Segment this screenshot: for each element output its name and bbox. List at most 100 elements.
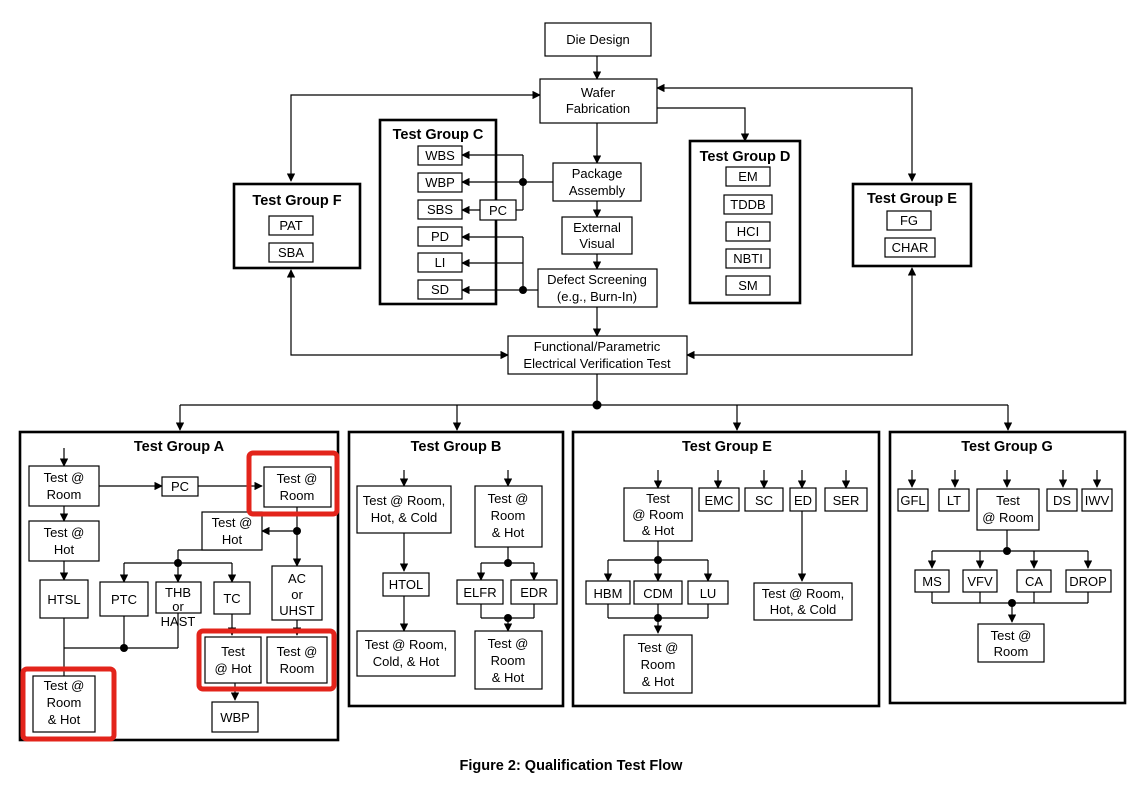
test-group-b-title: Test Group B	[411, 439, 502, 455]
test-group-d-title: Test Group D	[700, 149, 791, 165]
a-test-room2-line1: Test @	[277, 471, 318, 486]
a-test-room-low-line2: Room	[280, 661, 315, 676]
pd-label: PD	[431, 229, 449, 244]
b-test-rh2-line2: Room	[491, 653, 526, 668]
a-test-room-line2: Room	[47, 487, 82, 502]
a-test-room-hot-line3: & Hot	[48, 712, 81, 727]
functional-parametric-label: Functional/Parametric	[534, 339, 661, 354]
b-test-rhc-line1: Test @ Room,	[363, 493, 446, 508]
connector-lines	[59, 56, 1102, 701]
a-test-hot-low-line2: @ Hot	[214, 661, 251, 676]
e-test-rhc-line1: Test @ Room,	[762, 586, 845, 601]
test-group-e: Test Group E Test @ Room & Hot EMC SC ED…	[571, 430, 881, 708]
b-test-rh2-line3: & Hot	[492, 670, 525, 685]
thb-line3: HAST	[161, 614, 196, 629]
a-test-room2-line2: Room	[280, 488, 315, 503]
test-group-g: Test Group G GFL LT Test @ Room DS IWV M…	[888, 430, 1127, 705]
ser-label: SER	[833, 493, 860, 508]
ed-label: ED	[794, 493, 812, 508]
e-test-rh-line3: & Hot	[642, 523, 675, 538]
group-c-pc-box: PC	[479, 199, 517, 221]
test-group-e-top: Test Group E FG CHAR	[851, 182, 973, 268]
e-test-rh2-line2: Room	[641, 657, 676, 672]
ptc-label: PTC	[111, 592, 137, 607]
b-test-rch-line2: Cold, & Hot	[373, 654, 440, 669]
defect-screening-label: Defect Screening	[547, 272, 647, 287]
external-label: External	[573, 220, 621, 235]
junction-dots	[120, 178, 1016, 652]
ac-line3: UHST	[279, 603, 314, 618]
test-group-f: Test Group F PAT SBA	[232, 182, 362, 270]
die-design-label: Die Design	[566, 32, 630, 47]
visual-label: Visual	[579, 236, 614, 251]
e-test-rh2-line3: & Hot	[642, 674, 675, 689]
drop-label: DROP	[1069, 574, 1107, 589]
test-group-b: Test Group B Test @ Room, Hot, & Cold Te…	[347, 430, 565, 708]
assembly-label: Assembly	[569, 183, 626, 198]
external-visual-box: External Visual	[561, 216, 633, 255]
highlight-test-room-hot	[20, 666, 117, 742]
package-assembly-box: Package Assembly	[552, 162, 642, 202]
lt-label: LT	[947, 493, 961, 508]
highlight-test-hot-room	[196, 628, 337, 692]
a-test-hot-mid-line2: Hot	[222, 532, 243, 547]
test-group-a-title: Test Group A	[134, 439, 225, 455]
test-group-g-title: Test Group G	[961, 439, 1053, 455]
a-wbp-label: WBP	[220, 710, 250, 725]
char-label: CHAR	[892, 240, 929, 255]
li-label: LI	[435, 255, 446, 270]
test-group-e-top-title: Test Group E	[867, 191, 957, 207]
fg-label: FG	[900, 213, 918, 228]
b-test-rch-line1: Test @ Room,	[365, 637, 448, 652]
a-test-hot-left-line1: Test @	[44, 525, 85, 540]
wbp-label: WBP	[425, 175, 455, 190]
sba-label: SBA	[278, 245, 304, 260]
a-pc-label: PC	[171, 479, 189, 494]
test-group-e-title: Test Group E	[682, 439, 772, 455]
a-test-hot-mid-line1: Test @	[212, 515, 253, 530]
e-test-rh-line2: @ Room	[632, 507, 684, 522]
gfl-label: GFL	[900, 493, 925, 508]
a-test-room-line1: Test @	[44, 470, 85, 485]
sc-label: SC	[755, 493, 773, 508]
a-test-room-hot-line1: Test @	[44, 678, 85, 693]
b-test-rh-line3: & Hot	[492, 525, 525, 540]
b-test-rh-line2: Room	[491, 508, 526, 523]
a-test-hot-left-line2: Hot	[54, 542, 75, 557]
thb-line1: THB	[165, 585, 191, 600]
figure-caption: Figure 2: Qualification Test Flow	[460, 758, 684, 774]
thb-line2: or	[172, 599, 184, 614]
b-test-rh2-line1: Test @	[488, 636, 529, 651]
htsl-label: HTSL	[47, 592, 80, 607]
sbs-label: SBS	[427, 202, 453, 217]
electrical-verification-label: Electrical Verification Test	[523, 356, 671, 371]
hci-label: HCI	[737, 224, 759, 239]
g-test-room2-line2: Room	[994, 644, 1029, 659]
test-group-c-title: Test Group C	[393, 127, 484, 143]
nbti-label: NBTI	[733, 251, 763, 266]
defect-screening-box: Defect Screening (e.g., Burn-In)	[537, 268, 658, 308]
highlight-test-room	[246, 450, 340, 517]
fabrication-label: Fabrication	[566, 101, 630, 116]
wbs-label: WBS	[425, 148, 455, 163]
b-test-rh-line1: Test @	[488, 491, 529, 506]
ca-label: CA	[1025, 574, 1043, 589]
emc-label: EMC	[705, 493, 734, 508]
a-test-room-hot-line2: Room	[47, 695, 82, 710]
elfr-label: ELFR	[463, 585, 496, 600]
ac-line2: or	[291, 587, 303, 602]
e-test-rh-line1: Test	[646, 491, 670, 506]
g-test-room-line2: @ Room	[982, 510, 1034, 525]
e-test-rh2-line1: Test @	[638, 640, 679, 655]
test-group-f-title: Test Group F	[252, 193, 341, 209]
package-label: Package	[572, 166, 623, 181]
ac-line1: AC	[288, 571, 306, 586]
g-test-room-line1: Test	[996, 493, 1020, 508]
test-group-d: Test Group D EM TDDB HCI NBTI SM	[688, 139, 802, 305]
em-label: EM	[738, 169, 758, 184]
iwv-label: IWV	[1085, 493, 1110, 508]
pat-label: PAT	[279, 218, 302, 233]
tc-label: TC	[223, 591, 240, 606]
g-test-room2-line1: Test @	[991, 628, 1032, 643]
